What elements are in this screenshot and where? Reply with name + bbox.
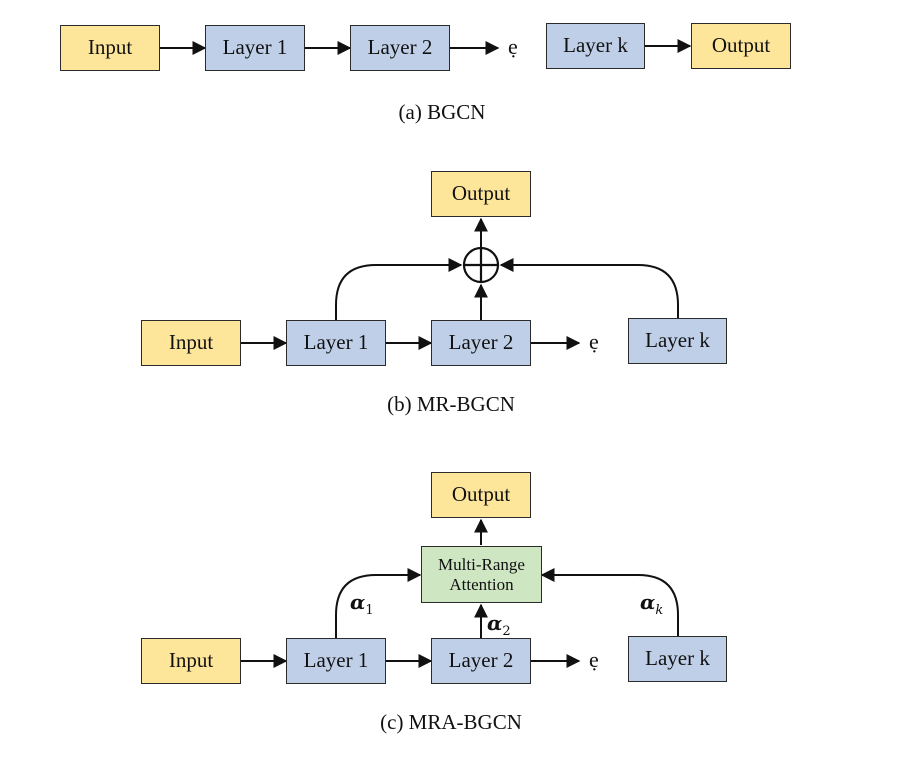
a-output-box: Output [691,23,791,69]
c-attention-line1: Multi-Range [438,554,525,574]
b-layer2-box: Layer 2 [431,320,531,366]
a-caption: (a) BGCN [398,100,486,124]
c-alphak-label: αk [640,590,663,618]
b-ellipsis: ẹ [589,329,599,354]
b-caption: (b) MR-BGCN [387,392,515,416]
a-ellipsis: ẹ [508,34,518,59]
c-alpha2-symbol: α [487,611,503,635]
sum-operator-icon [462,246,500,284]
b-input-box: Input [141,320,241,366]
c-input-box: Input [141,638,241,684]
c-alpha1-label: α1 [350,590,374,618]
c-attention-line2: Attention [449,574,514,594]
c-caption: (c) MRA-BGCN [380,710,522,734]
c-output-box: Output [431,472,531,518]
arrow-c-layer1-attention [335,568,422,638]
c-alpha2-sub: 2 [502,624,511,639]
c-alphak-sub: k [655,603,664,618]
c-alpha2-label: α2 [487,611,511,639]
b-layer1-box: Layer 1 [286,320,386,366]
arrow-b-layer1-sum [335,258,463,320]
a-layer2-box: Layer 2 [350,25,450,71]
arrow-b-layerk-sum [499,258,679,318]
c-attention-box: Multi-Range Attention [421,546,542,603]
c-ellipsis: ẹ [589,647,599,672]
b-layerk-box: Layer k [628,318,727,364]
a-layer1-box: Layer 1 [205,25,305,71]
c-layerk-box: Layer k [628,636,727,682]
b-output-box: Output [431,171,531,217]
c-layer2-box: Layer 2 [431,638,531,684]
arrow-c-layerk-attention [540,568,679,636]
c-alphak-symbol: α [640,590,656,614]
a-input-box: Input [60,25,160,71]
c-layer1-box: Layer 1 [286,638,386,684]
c-alpha1-symbol: α [350,590,366,614]
a-layerk-box: Layer k [546,23,645,69]
c-alpha1-sub: 1 [365,603,374,618]
